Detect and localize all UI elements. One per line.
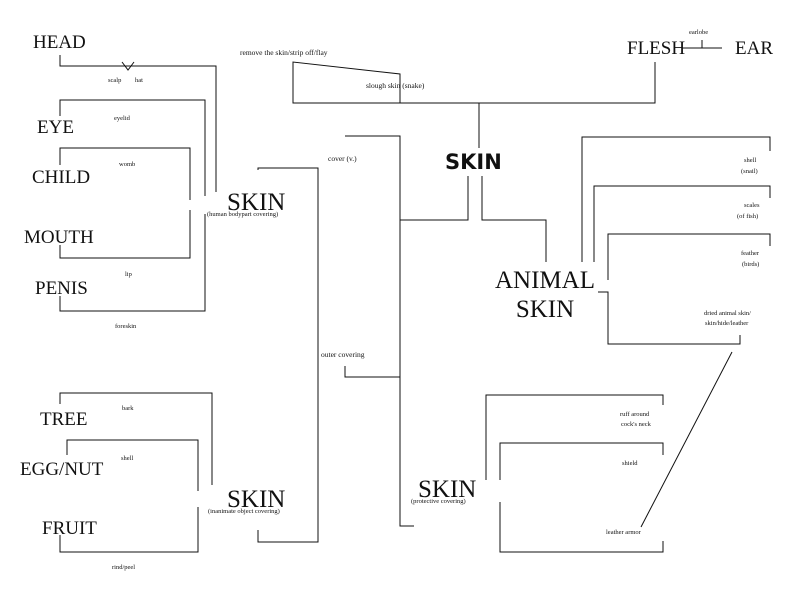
scales-sub: (of fish) bbox=[737, 213, 759, 220]
link-feather bbox=[607, 233, 771, 280]
human-skin-title: SKIN bbox=[227, 189, 286, 216]
protective-skin-title: SKIN bbox=[418, 476, 477, 503]
feather-label: feather bbox=[741, 250, 760, 257]
link-penis bbox=[59, 214, 206, 312]
hat-label: hat bbox=[135, 77, 143, 84]
link-child bbox=[59, 147, 191, 200]
link-scales bbox=[593, 185, 771, 262]
snail-shell-label: shell bbox=[744, 157, 757, 164]
link-slough-remove bbox=[292, 61, 550, 104]
link-dried-armor bbox=[640, 351, 733, 528]
link-head bbox=[59, 55, 217, 192]
leather-armor-label: leather armor bbox=[606, 529, 641, 536]
inanimate-skin-title: SKIN bbox=[227, 486, 286, 513]
egg-nut-label: EGG/NUT bbox=[20, 459, 104, 480]
link-eggnut bbox=[66, 439, 199, 491]
cover-verb-label: cover (v.) bbox=[328, 154, 357, 163]
protective-skin-subtitle: (protective covering) bbox=[411, 498, 466, 505]
eye-label: EYE bbox=[37, 117, 74, 138]
earlobe-label: earlobe bbox=[689, 29, 709, 36]
rind-label: rind/peel bbox=[112, 564, 136, 571]
human-skin-subtitle: (human bodypart covering) bbox=[207, 211, 279, 218]
cover-bracket bbox=[345, 135, 414, 527]
link-ruff bbox=[485, 394, 664, 480]
center-skin-label: SKIN bbox=[445, 150, 502, 174]
link-eye bbox=[59, 99, 206, 196]
link-shield bbox=[499, 442, 664, 480]
dried-skin-label: dried animal skin/ bbox=[704, 310, 751, 317]
lip-label: lip bbox=[125, 271, 132, 278]
fruit-label: FRUIT bbox=[42, 518, 97, 539]
human-outer-bracket bbox=[257, 167, 319, 543]
child-label: CHILD bbox=[32, 167, 91, 188]
link-scalp-hat bbox=[121, 61, 135, 71]
ruff-sub: cock's neck bbox=[621, 421, 651, 428]
outer-covering-label: outer covering bbox=[321, 350, 365, 359]
womb-label: womb bbox=[119, 161, 136, 168]
head-label: HEAD bbox=[33, 32, 86, 53]
link-tree bbox=[59, 392, 213, 485]
link-skin-protective bbox=[400, 176, 469, 221]
scalp-label: scalp bbox=[108, 77, 122, 84]
penis-label: PENIS bbox=[35, 278, 88, 299]
bark-label: bark bbox=[122, 405, 134, 412]
shell-inanimate-label: shell bbox=[121, 455, 134, 462]
tree-label: TREE bbox=[40, 409, 88, 430]
animal-skin-line1: ANIMAL bbox=[495, 267, 595, 294]
ruff-label: ruff around bbox=[620, 411, 650, 418]
remove-skin-label: remove the skin/strip off/flay bbox=[240, 48, 328, 57]
feather-sub: (birds) bbox=[742, 261, 760, 268]
dried-skin-sub: skin/hide/leather bbox=[705, 320, 749, 327]
mouth-label: MOUTH bbox=[24, 227, 94, 248]
flesh-label: FLESH bbox=[627, 38, 686, 59]
animal-skin-line2: SKIN bbox=[515, 296, 575, 323]
link-shell bbox=[581, 136, 771, 262]
link-mouth bbox=[59, 210, 191, 259]
inanimate-skin-subtitle: (inanimate object covering) bbox=[208, 508, 280, 515]
link-dried bbox=[598, 291, 741, 345]
eyelid-label: eyelid bbox=[114, 115, 130, 122]
outer-bracket bbox=[344, 366, 400, 378]
shield-label: shield bbox=[622, 460, 638, 467]
ear-label: EAR bbox=[735, 38, 773, 59]
scales-label: scales bbox=[744, 202, 760, 209]
link-skin-slough bbox=[478, 102, 550, 148]
slough-skin-label: slough skin (snake) bbox=[366, 81, 425, 90]
link-armor bbox=[499, 502, 664, 553]
link-fruit bbox=[59, 507, 199, 553]
link-skin-animal bbox=[481, 176, 547, 262]
foreskin-label: foreskin bbox=[115, 323, 137, 330]
snail-shell-sub: (snail) bbox=[741, 168, 758, 175]
link-skin-flesh bbox=[479, 62, 656, 104]
